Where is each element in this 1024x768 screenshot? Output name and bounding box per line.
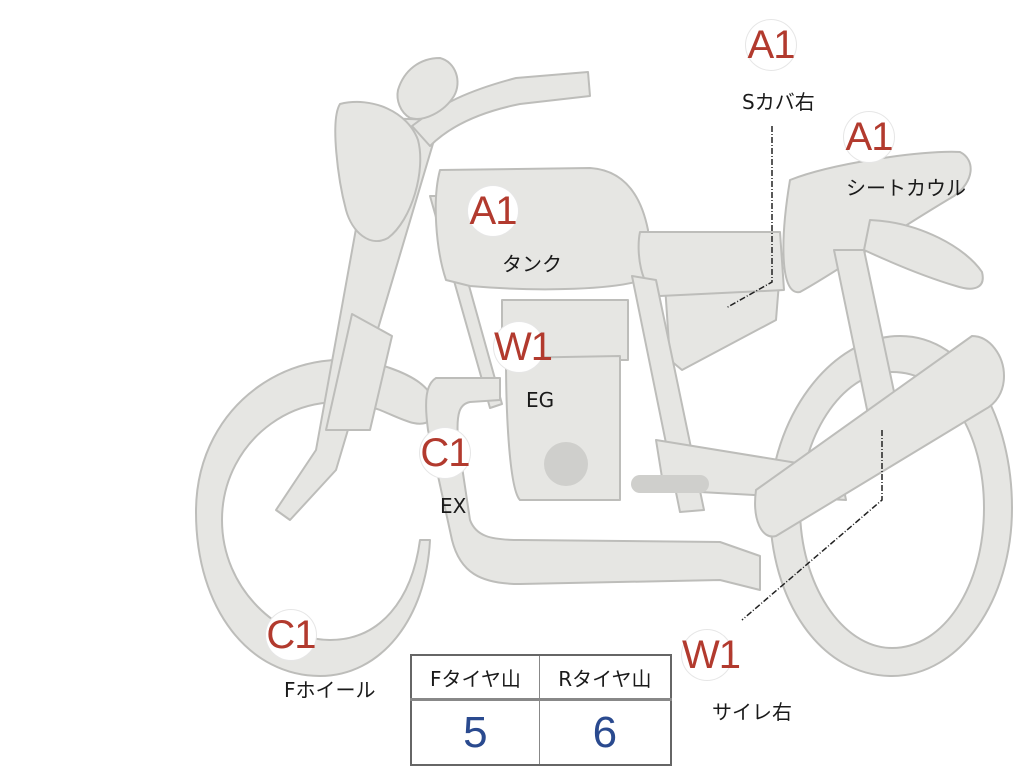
muffler-right-label: サイレ右 [712, 700, 792, 724]
tank-code: A1 [468, 186, 518, 236]
engine-cover [544, 442, 588, 486]
exhaust-pipe [425, 377, 761, 591]
rear-tire-tread-header: Rタイヤ山 [538, 654, 672, 701]
exhaust-label: EX [440, 494, 467, 518]
seat-cowl-code: A1 [844, 112, 894, 162]
engine [505, 355, 621, 501]
front-wheel-code: C1 [266, 610, 317, 660]
engine-label: EG [526, 388, 555, 412]
muffler [754, 335, 1005, 538]
tire-tread-table: Fタイヤ山 Rタイヤ山 5 6 [410, 654, 672, 766]
mirror [396, 57, 459, 120]
seat [637, 231, 785, 297]
leader-line-muffler [741, 430, 883, 621]
front-tire-tread-header: Fタイヤ山 [410, 654, 540, 701]
exhaust-code: C1 [420, 428, 471, 478]
tank-label: タンク [502, 252, 562, 276]
leader-line-seat-cover [725, 126, 773, 309]
front-wheel-label: Fホイール [284, 678, 376, 702]
muffler-right-code: W1 [682, 630, 741, 680]
seat-cowl-label: シートカウル [846, 176, 966, 200]
seat-cover-right-code: A1 [746, 20, 796, 70]
front-tire-tread-value: 5 [410, 699, 540, 766]
headlight [334, 100, 422, 243]
rear-fender [863, 219, 984, 290]
rear-tire-tread-value: 6 [538, 699, 672, 766]
table-value-row: 5 6 [410, 699, 672, 766]
seat-cover-right-label: Sカバ右 [742, 90, 815, 114]
front-wheel [195, 358, 435, 677]
engine-code: W1 [494, 322, 553, 372]
rear-wheel [769, 335, 1013, 677]
table-header-row: Fタイヤ山 Rタイヤ山 [410, 654, 672, 701]
fork-sleeve [325, 313, 393, 431]
